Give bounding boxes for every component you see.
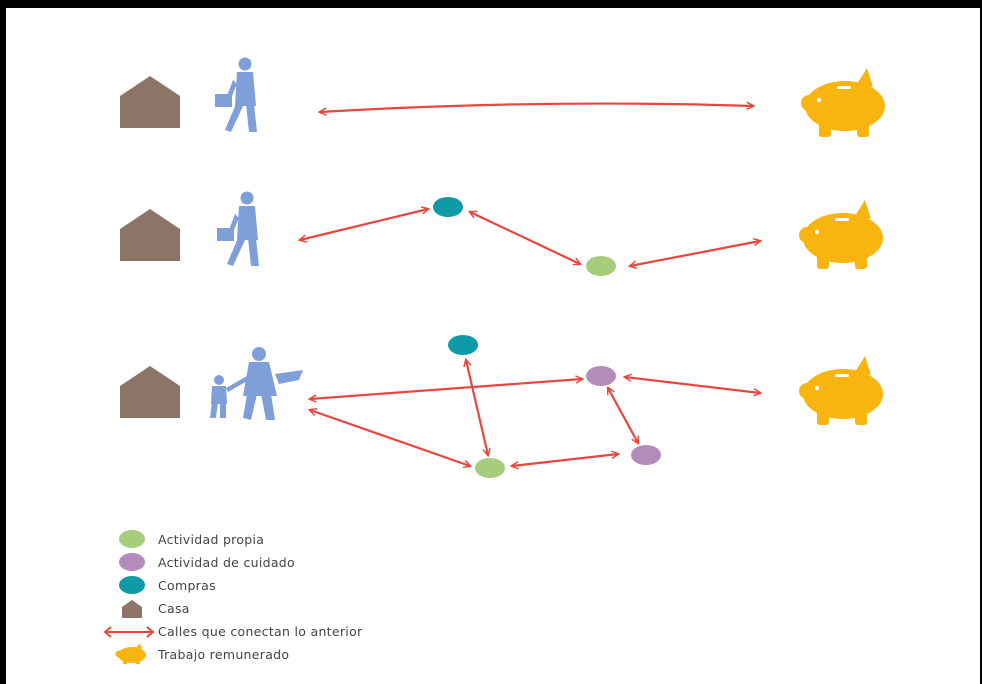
own-activity-dot: [586, 256, 616, 276]
walking-worker-icon: [215, 57, 257, 132]
house-icon: [120, 76, 180, 128]
mobility-diagram: [120, 57, 885, 478]
walking-worker-icon: [217, 191, 259, 266]
care-activity-dot: [631, 445, 661, 465]
street-arrow: [625, 377, 760, 393]
shopping-dot: [119, 576, 145, 594]
row-2: [120, 191, 883, 276]
piggy-bank-icon: [801, 68, 885, 137]
care-activity-dot: [119, 553, 145, 571]
diagram-frame: Actividad propia Actividad de cuidado Co…: [6, 8, 980, 684]
double-arrow-icon: [103, 626, 155, 638]
legend-item-paid-work: Trabajo remunerado: [101, 644, 441, 666]
house-icon: [122, 600, 142, 618]
street-arrow: [300, 209, 428, 240]
legend-item-care-activity: Actividad de cuidado: [101, 552, 441, 574]
parent-with-child-icon: [210, 347, 303, 420]
house-icon: [120, 209, 180, 261]
shopping-dot: [448, 335, 478, 355]
row-1: [120, 57, 885, 137]
own-activity-dot: [119, 530, 145, 548]
legend-label: Trabajo remunerado: [158, 647, 290, 662]
street-arrow: [320, 104, 753, 112]
row-3: [120, 335, 883, 478]
legend-label: Compras: [158, 578, 216, 593]
legend-label: Actividad de cuidado: [158, 555, 295, 570]
street-arrow: [512, 454, 618, 466]
street-arrow: [310, 410, 470, 466]
street-arrow: [608, 388, 638, 443]
street-arrow: [630, 241, 760, 266]
house-icon: [120, 366, 180, 418]
own-activity-dot: [475, 458, 505, 478]
legend-item-shopping: Compras: [101, 575, 441, 597]
street-arrow: [310, 379, 582, 399]
legend-item-own-activity: Actividad propia: [101, 529, 441, 551]
legend-label: Casa: [158, 601, 190, 616]
care-activity-dot: [586, 366, 616, 386]
piggy-bank-icon: [115, 644, 146, 664]
shopping-dot: [433, 197, 463, 217]
street-arrow: [466, 360, 488, 455]
legend-label: Actividad propia: [158, 532, 265, 547]
legend-item-house: Casa: [101, 598, 441, 620]
piggy-bank-icon: [799, 200, 883, 269]
street-arrow: [470, 212, 580, 264]
legend-label: Calles que conectan lo anterior: [158, 624, 363, 639]
piggy-bank-icon: [799, 356, 883, 425]
legend-item-streets: Calles que conectan lo anterior: [101, 621, 441, 643]
